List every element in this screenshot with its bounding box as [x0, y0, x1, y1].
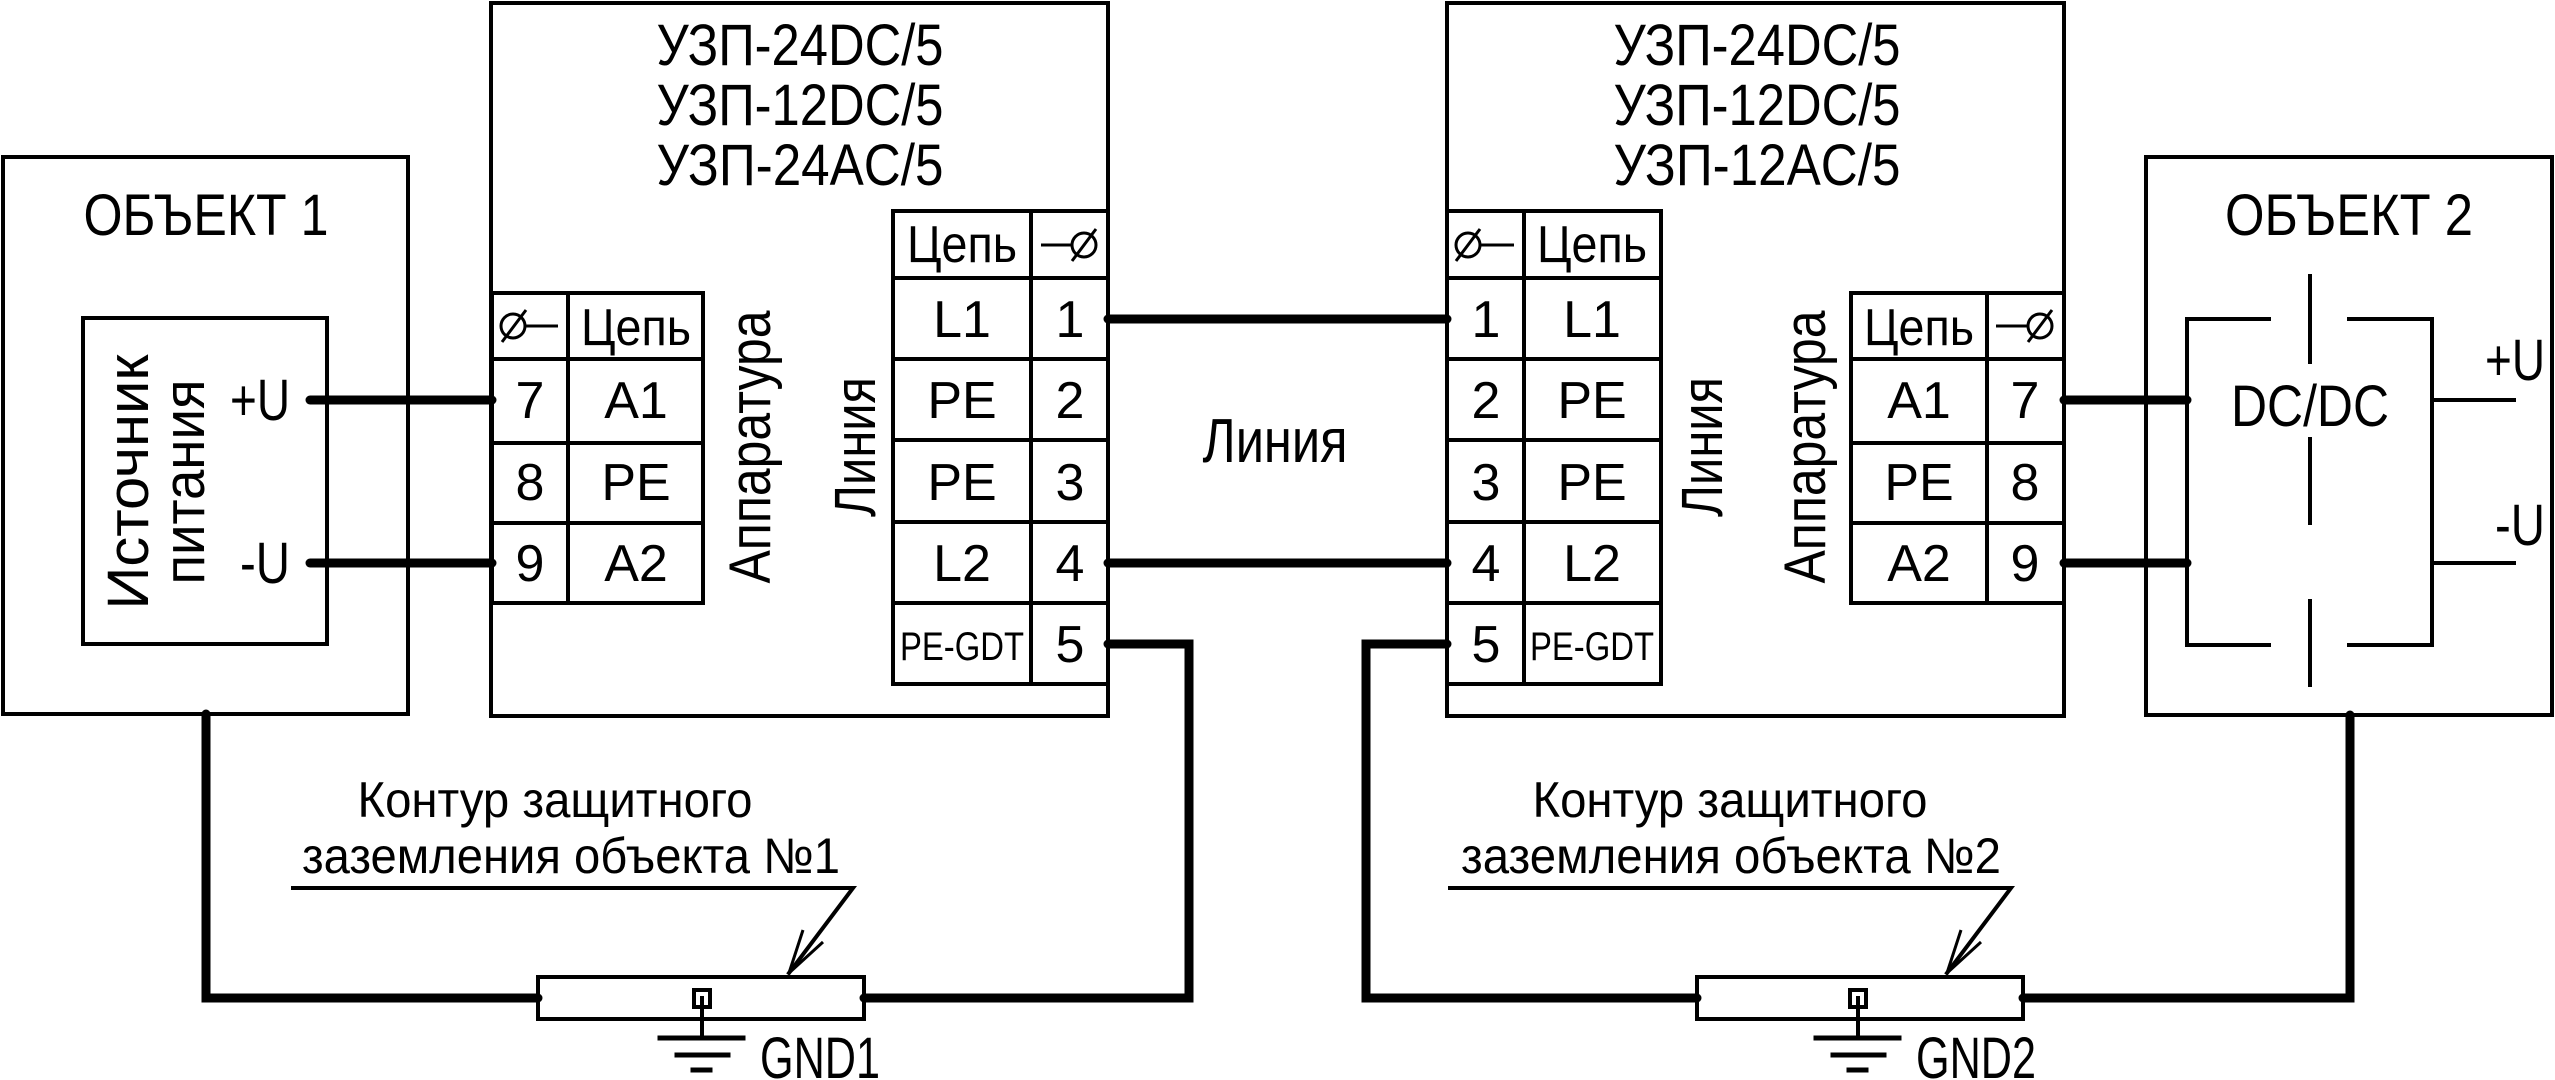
circuit-l2: L2	[933, 535, 991, 593]
terminal-1: 1	[1056, 291, 1085, 349]
circuit-pe: PE	[1557, 372, 1626, 430]
terminal-8: 8	[2011, 454, 2040, 512]
object2-title: ОБЪЕКТ 2	[2225, 183, 2473, 248]
object1-title: ОБЪЕКТ 1	[84, 183, 329, 248]
circuit-pe: PE	[927, 372, 996, 430]
circuit-a1: A1	[604, 372, 668, 430]
power-source-plus-label: +U	[230, 368, 290, 433]
circuit-pe: PE	[1884, 454, 1953, 512]
ground1-caption-line2: заземления объекта №1	[302, 828, 840, 884]
power-source-label-line2: питания	[152, 380, 217, 585]
wire-object1-ground	[201, 709, 543, 1003]
gnd1-label: GND1	[760, 1026, 880, 1080]
wire-object2-ground	[2018, 710, 2355, 1003]
terminal-header-icon	[1041, 228, 1098, 262]
device1-line-table: Цепь L1 1 PE 2 PE 3 L2 4 PE-GDT 5	[891, 209, 1110, 686]
dc-dc-minus-label: -U	[2495, 493, 2545, 558]
header-circuit: Цепь	[907, 216, 1017, 274]
device2-line-table: Цепь 1 L1 2 PE 3 PE 4 L2 5 PE-GDT	[1445, 209, 1663, 686]
device2-model-3: УЗП-12AC/5	[1614, 133, 1901, 198]
terminal-2: 2	[1056, 372, 1085, 430]
surge-protector-1: УЗП-24DC/5 УЗП-12DC/5 УЗП-24AC/5 Цепь 7 …	[489, 1, 1110, 718]
terminal-5: 5	[1056, 616, 1085, 674]
terminal-header-icon	[1454, 228, 1514, 262]
surge-protector-2: УЗП-24DC/5 УЗП-12DC/5 УЗП-12AC/5 Цепь 1 …	[1445, 1, 2066, 718]
ground-icon	[1813, 996, 1902, 1073]
arrow-icon	[787, 929, 825, 975]
terminal-9: 9	[516, 535, 545, 593]
device2-model-1: УЗП-24DC/5	[1614, 13, 1901, 78]
device1-model-2: УЗП-12DC/5	[657, 73, 944, 138]
device1-equipment-table: Цепь 7 A1 8 PE 9 A2	[490, 291, 705, 605]
object1: ОБЪЕКТ 1 Источник питания +U -U	[1, 155, 410, 722]
power-source-minus-label: -U	[240, 531, 290, 596]
device2-equipment-table: Цепь A1 7 PE 8 A2 9	[1849, 291, 2066, 605]
dc-dc-plus-label: +U	[2485, 328, 2545, 393]
terminal-8: 8	[516, 454, 545, 512]
terminal-9: 9	[2011, 535, 2040, 593]
object2: ОБЪЕКТ 2 DC/DC +U -U	[2144, 155, 2554, 717]
device1-model-3: УЗП-24AC/5	[657, 133, 944, 198]
device1-line-side-label: Линия	[823, 377, 888, 517]
ground-icon	[657, 996, 746, 1073]
terminal-3: 3	[1472, 454, 1501, 512]
terminal-header-icon	[499, 309, 558, 343]
terminal-7: 7	[516, 372, 545, 430]
terminal-header-icon	[1996, 309, 2054, 343]
ground2-leader-line	[1448, 886, 2016, 976]
circuit-pe: PE	[601, 454, 670, 512]
device2-line-side-label: Линия	[1670, 377, 1735, 517]
header-circuit: Цепь	[1537, 216, 1647, 274]
device1-equipment-side-label: Аппаратура	[718, 310, 783, 584]
wire-pe-gdt-2	[1361, 639, 1702, 1003]
terminal-4: 4	[1056, 535, 1085, 593]
terminal-3: 3	[1056, 454, 1085, 512]
circuit-l2: L2	[1563, 535, 1621, 593]
ground1-caption-line1: Контур защитного	[358, 772, 753, 828]
device1-model-1: УЗП-24DC/5	[657, 13, 944, 78]
circuit-pe-gdt: PE-GDT	[1530, 625, 1654, 669]
circuit-l1: L1	[933, 291, 991, 349]
ground1-leader-line	[291, 886, 858, 976]
dc-dc-label: DC/DC	[2231, 374, 2389, 439]
power-source-box	[81, 316, 329, 646]
gnd2-label: GND2	[1916, 1026, 2036, 1080]
terminal-7: 7	[2011, 372, 2040, 430]
header-circuit: Цепь	[581, 299, 691, 357]
circuit-a1: A1	[1887, 372, 1951, 430]
terminal-1: 1	[1472, 291, 1501, 349]
wires	[201, 314, 2355, 1003]
terminal-4: 4	[1472, 535, 1501, 593]
wire-pe-gdt-1	[859, 639, 1194, 1003]
power-source-label-line1: Источник	[96, 354, 161, 610]
ground2-caption-line1: Контур защитного	[1533, 772, 1928, 828]
terminal-2: 2	[1472, 372, 1501, 430]
terminal-5: 5	[1472, 616, 1501, 674]
line-label: Линия	[1203, 407, 1348, 476]
ground-loop-1: Контур защитного заземления объекта №1 G…	[291, 772, 880, 1080]
circuit-a2: A2	[604, 535, 668, 593]
circuit-pe: PE	[1557, 454, 1626, 512]
device2-model-2: УЗП-12DC/5	[1614, 73, 1901, 138]
circuit-a2: A2	[1887, 535, 1951, 593]
circuit-pe-gdt: PE-GDT	[900, 625, 1024, 669]
header-circuit: Цепь	[1864, 299, 1974, 357]
arrow-icon	[1945, 929, 1983, 975]
circuit-pe: PE	[927, 454, 996, 512]
device2-equipment-side-label: Аппаратура	[1773, 310, 1838, 584]
ground2-caption-line2: заземления объекта №2	[1461, 828, 2001, 884]
dc-dc-converter: DC/DC +U -U	[2185, 274, 2545, 687]
ground-loop-2: Контур защитного заземления объекта №2 G…	[1448, 772, 2036, 1080]
circuit-l1: L1	[1563, 291, 1621, 349]
